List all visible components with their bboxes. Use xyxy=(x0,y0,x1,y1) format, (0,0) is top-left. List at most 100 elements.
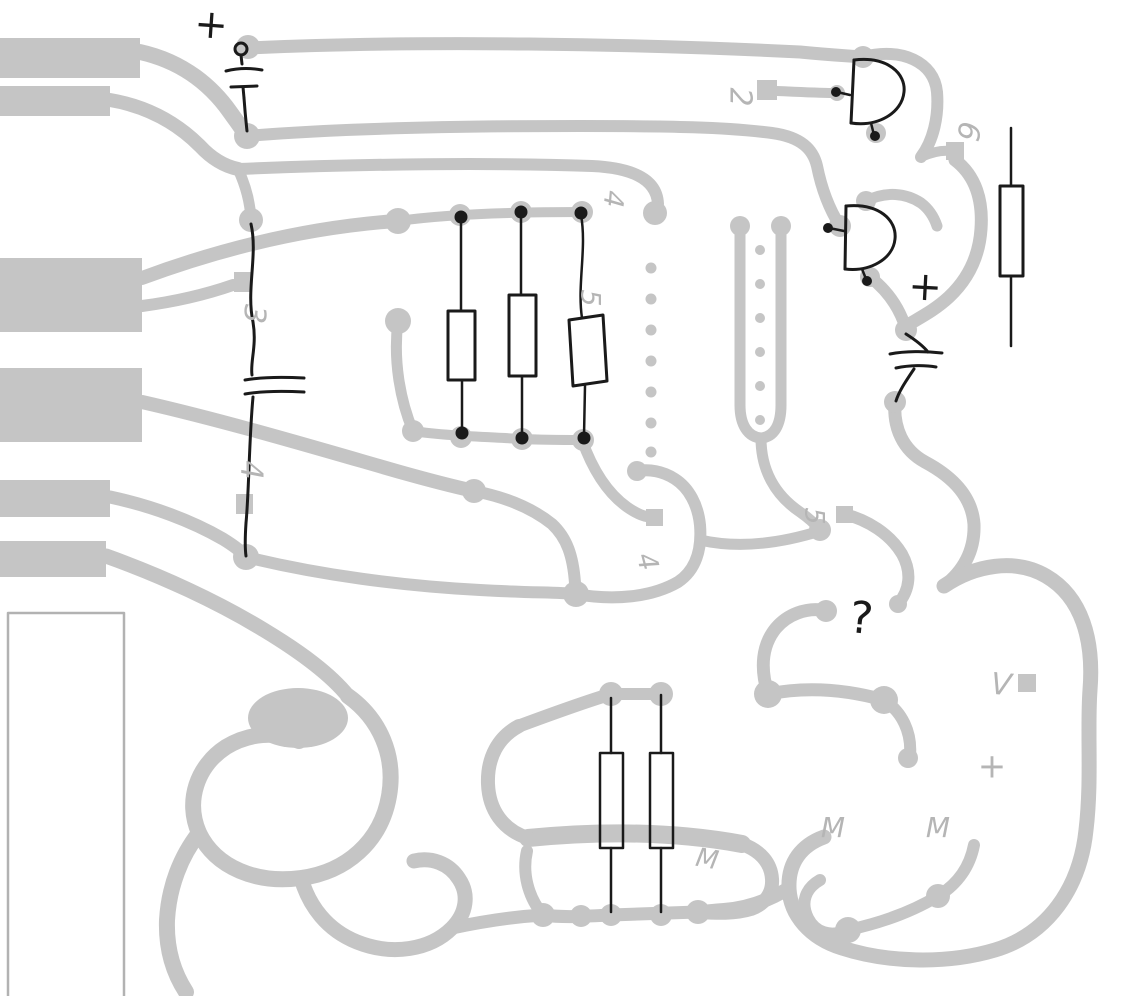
solder-pad xyxy=(755,347,765,357)
solder-pad xyxy=(645,417,657,429)
solder-pad xyxy=(645,293,657,305)
capacitor-stroke xyxy=(243,395,255,558)
solder-pad xyxy=(645,355,657,367)
resistor-stroke xyxy=(998,184,1025,278)
trace-segment xyxy=(468,485,581,589)
edge-pad-5 xyxy=(0,480,110,517)
resistor-stroke xyxy=(446,309,477,382)
trace-segment xyxy=(888,395,981,593)
trace-segment xyxy=(842,890,944,936)
trace-segment xyxy=(798,874,854,940)
solder-pad xyxy=(852,46,874,68)
trace-segment xyxy=(761,683,891,707)
solder-pad xyxy=(755,245,765,255)
solder-pad xyxy=(570,905,592,927)
solder-pad xyxy=(835,917,861,943)
edge-pad-6 xyxy=(0,541,106,577)
solder-pad xyxy=(600,904,622,926)
trace-segment xyxy=(136,279,239,312)
resistor-stroke xyxy=(567,313,609,388)
solder-pad xyxy=(627,461,647,481)
transistor-stroke xyxy=(843,204,897,271)
solder-pad xyxy=(898,748,918,768)
solder-pad xyxy=(686,900,710,924)
transistor-stroke xyxy=(849,57,906,126)
capacitor-stroke xyxy=(241,85,246,100)
trace-segment xyxy=(103,93,245,176)
solder-pad xyxy=(650,904,672,926)
ink-components xyxy=(224,41,1025,914)
trace-segment xyxy=(393,207,587,226)
trace-segment xyxy=(132,44,255,145)
trace-segment xyxy=(838,508,915,610)
label-v: V xyxy=(989,667,1015,704)
trace-segment xyxy=(904,153,988,330)
capacitor-stroke xyxy=(239,53,244,66)
resistor-stroke xyxy=(579,213,585,320)
transistor-stroke xyxy=(862,276,872,286)
solder-pad xyxy=(730,216,750,236)
solder-pad xyxy=(755,381,765,391)
capacitor-stroke xyxy=(894,367,916,403)
ic-pad-column-1 xyxy=(645,262,657,458)
square-pad xyxy=(946,142,964,160)
trace-segment xyxy=(569,464,707,604)
resistor-stroke xyxy=(515,431,529,445)
resistor-stroke xyxy=(577,431,591,445)
plus-mark-bottom-right: + xyxy=(978,747,1007,787)
copper-traces xyxy=(6,37,1099,996)
pin-label-4-center: 4 xyxy=(630,549,664,574)
square-pad xyxy=(757,80,777,100)
trace-segment xyxy=(576,434,657,523)
square-pad xyxy=(646,509,663,526)
solder-pad xyxy=(755,279,765,289)
trace-segment xyxy=(519,824,751,853)
copper-blob xyxy=(248,688,348,748)
solder-pad xyxy=(645,386,657,398)
m-mark-1: M xyxy=(821,811,845,844)
solder-pad xyxy=(889,595,907,613)
capacitor-stroke xyxy=(242,96,249,133)
trace-segment xyxy=(241,120,846,232)
transistor-stroke xyxy=(870,131,880,141)
solder-pad xyxy=(234,123,260,149)
capacitor-stroke xyxy=(249,222,256,377)
trace-segment xyxy=(772,86,842,98)
plus-mark-right: + xyxy=(907,263,943,311)
trace-segment xyxy=(98,548,356,704)
ink-labels: + + ? xyxy=(193,1,943,645)
transistor-stroke xyxy=(823,223,833,233)
trace-segment xyxy=(240,551,581,600)
trace-segment xyxy=(734,222,787,444)
resistor-bottom-2 xyxy=(648,693,675,914)
resistor-bottom-1 xyxy=(598,696,625,914)
solder-pad xyxy=(755,415,765,425)
solder-pad xyxy=(599,682,623,706)
edge-pad-1 xyxy=(0,38,140,78)
electrolytic-capacitor-top-left xyxy=(224,41,264,133)
solder-pad xyxy=(531,903,555,927)
pin-label-4-top: 4 xyxy=(597,189,629,209)
solder-pad xyxy=(563,581,589,607)
square-pad xyxy=(1018,674,1036,692)
solder-pad xyxy=(385,208,411,234)
resistor-stroke xyxy=(514,205,528,219)
capacitor-stroke xyxy=(894,364,938,370)
trace-segment xyxy=(390,315,419,437)
copper-pads xyxy=(0,35,1036,943)
trace-segment xyxy=(135,395,481,498)
ic-pad-column-2 xyxy=(755,245,765,425)
solder-pad xyxy=(815,600,837,622)
trace-segment xyxy=(860,189,943,232)
transistor-top-right xyxy=(831,57,906,141)
solder-pad xyxy=(643,201,667,225)
trace-segment xyxy=(691,881,796,919)
solder-pad xyxy=(645,262,657,274)
square-pad xyxy=(836,506,853,523)
solder-pad xyxy=(771,216,791,236)
edge-pad-2 xyxy=(0,86,110,116)
capacitor-stroke xyxy=(243,375,306,382)
question-mark: ? xyxy=(847,592,876,645)
trace-segment xyxy=(241,37,870,64)
